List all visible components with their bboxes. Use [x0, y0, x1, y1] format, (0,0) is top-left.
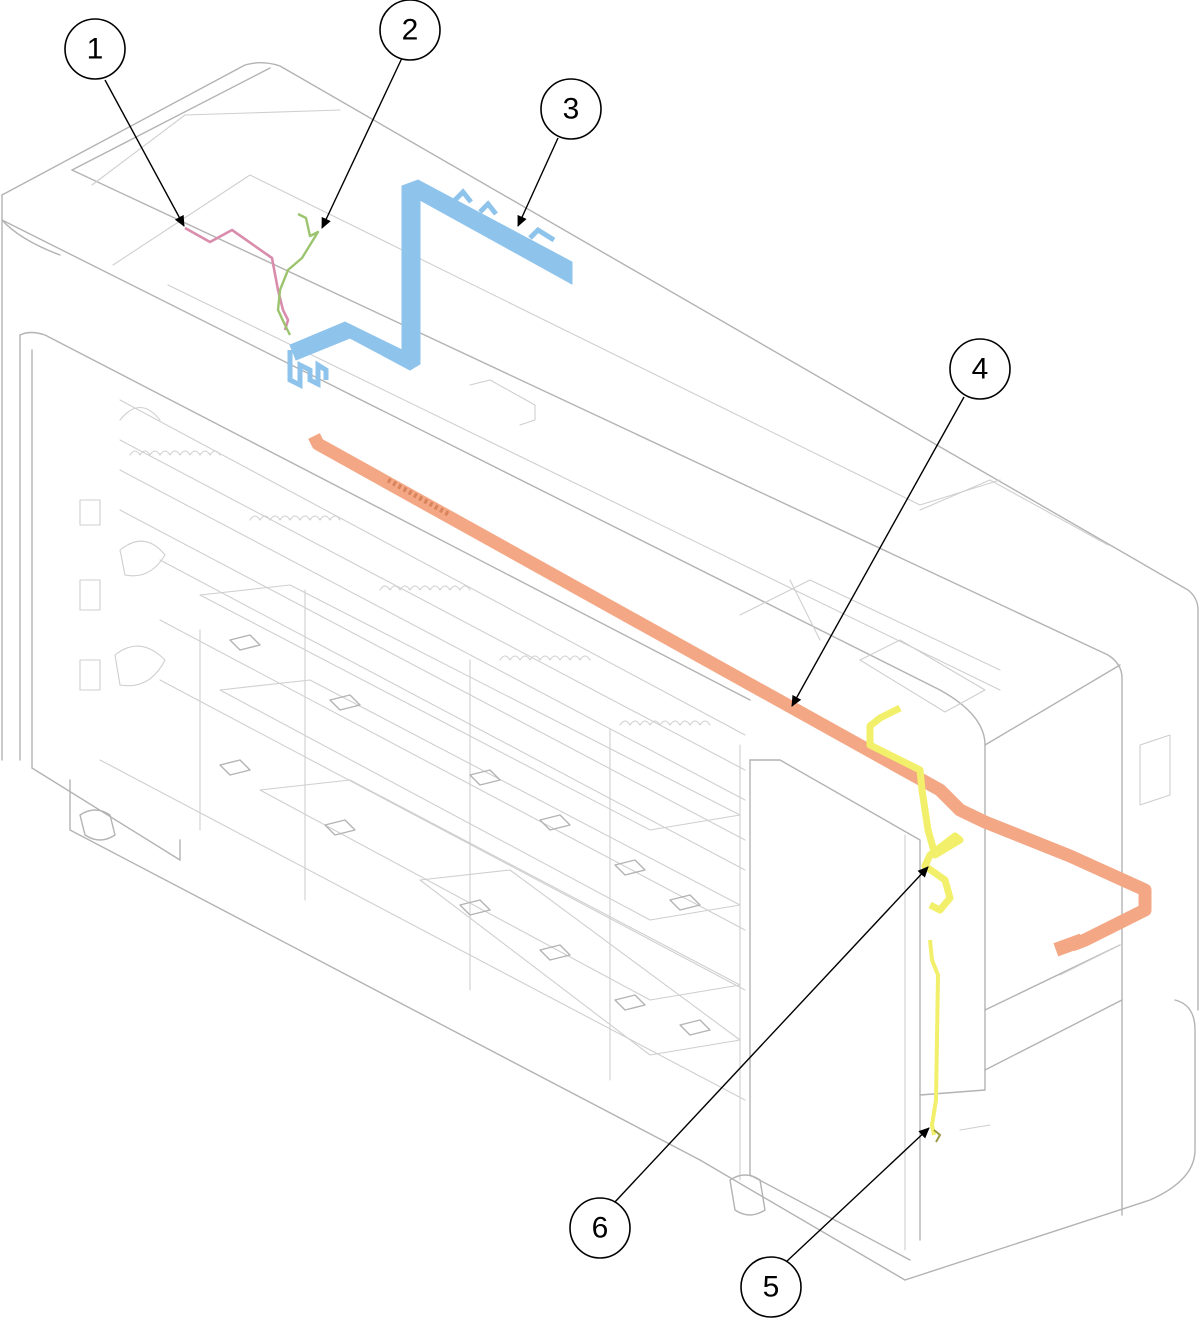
callout-4-label: 4 — [972, 353, 989, 386]
callout-4: 4 — [949, 338, 1011, 400]
callout-1-label: 1 — [87, 33, 104, 66]
callout-1: 1 — [64, 18, 126, 80]
harness-2-green — [276, 212, 320, 336]
harness-6-yellow — [866, 704, 964, 914]
leader-1 — [104, 79, 185, 227]
leader-6 — [613, 866, 929, 1204]
leader-3 — [517, 137, 559, 227]
leader-5 — [785, 1127, 930, 1263]
harness-3-blue — [287, 179, 573, 390]
harness-4-orange — [308, 433, 1152, 957]
leader-4 — [791, 396, 965, 707]
callout-6: 6 — [569, 1197, 631, 1259]
callout-2: 2 — [379, 0, 441, 61]
callout-6-label: 6 — [592, 1212, 609, 1245]
callout-3-label: 3 — [563, 93, 580, 126]
printer-body-outline — [1, 62, 1199, 1281]
leader-2 — [321, 57, 403, 229]
harness-1-pink — [184, 226, 290, 331]
harness-5-yellow — [928, 939, 942, 1143]
leader-lines — [104, 57, 965, 1263]
callout-5: 5 — [740, 1256, 802, 1318]
callout-5-label: 5 — [763, 1271, 780, 1304]
callout-2-label: 2 — [402, 14, 419, 47]
callout-3: 3 — [540, 78, 602, 140]
